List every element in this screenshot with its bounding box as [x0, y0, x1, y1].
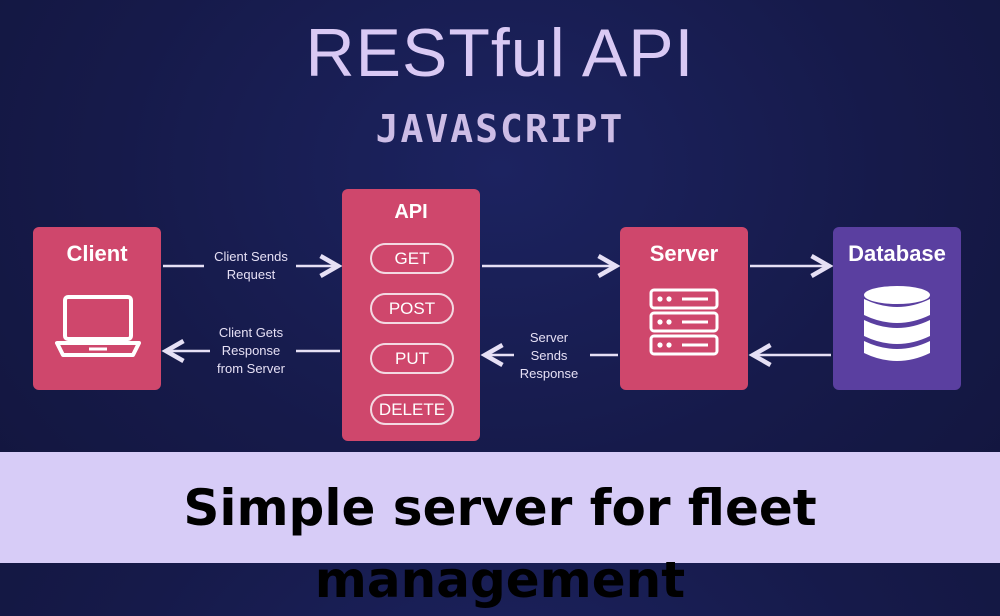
banner-text: Simple server for fleet management: [183, 479, 817, 609]
page-subtitle: JAVASCRIPT: [375, 107, 625, 151]
server-label: Server: [649, 241, 719, 266]
laptop-icon: [55, 295, 141, 357]
database-label: Database: [848, 241, 946, 266]
database-icon: [864, 286, 930, 361]
api-node: API GET POST PUT DELETE: [342, 189, 480, 441]
database-node: Database: [833, 227, 961, 390]
edge-label-server-sends-response: Server Sends Response: [519, 330, 579, 381]
method-post: POST: [370, 293, 454, 324]
server-rack-icon: [649, 288, 719, 356]
bottom-banner: Simple server for fleet management: [0, 452, 1000, 609]
edge-label-client-gets-response: Client Gets Response from Server: [217, 325, 285, 376]
client-label: Client: [66, 241, 128, 266]
client-node: Client: [33, 227, 161, 390]
edge-label-client-sends-request: Client Sends Request: [214, 249, 288, 282]
page-title: RESTful API: [305, 15, 695, 91]
connector-arrows: [161, 254, 834, 367]
method-get: GET: [370, 243, 454, 274]
api-label: API: [394, 201, 428, 223]
method-put: PUT: [370, 343, 454, 374]
method-delete: DELETE: [370, 394, 454, 425]
server-node: Server: [620, 227, 748, 390]
